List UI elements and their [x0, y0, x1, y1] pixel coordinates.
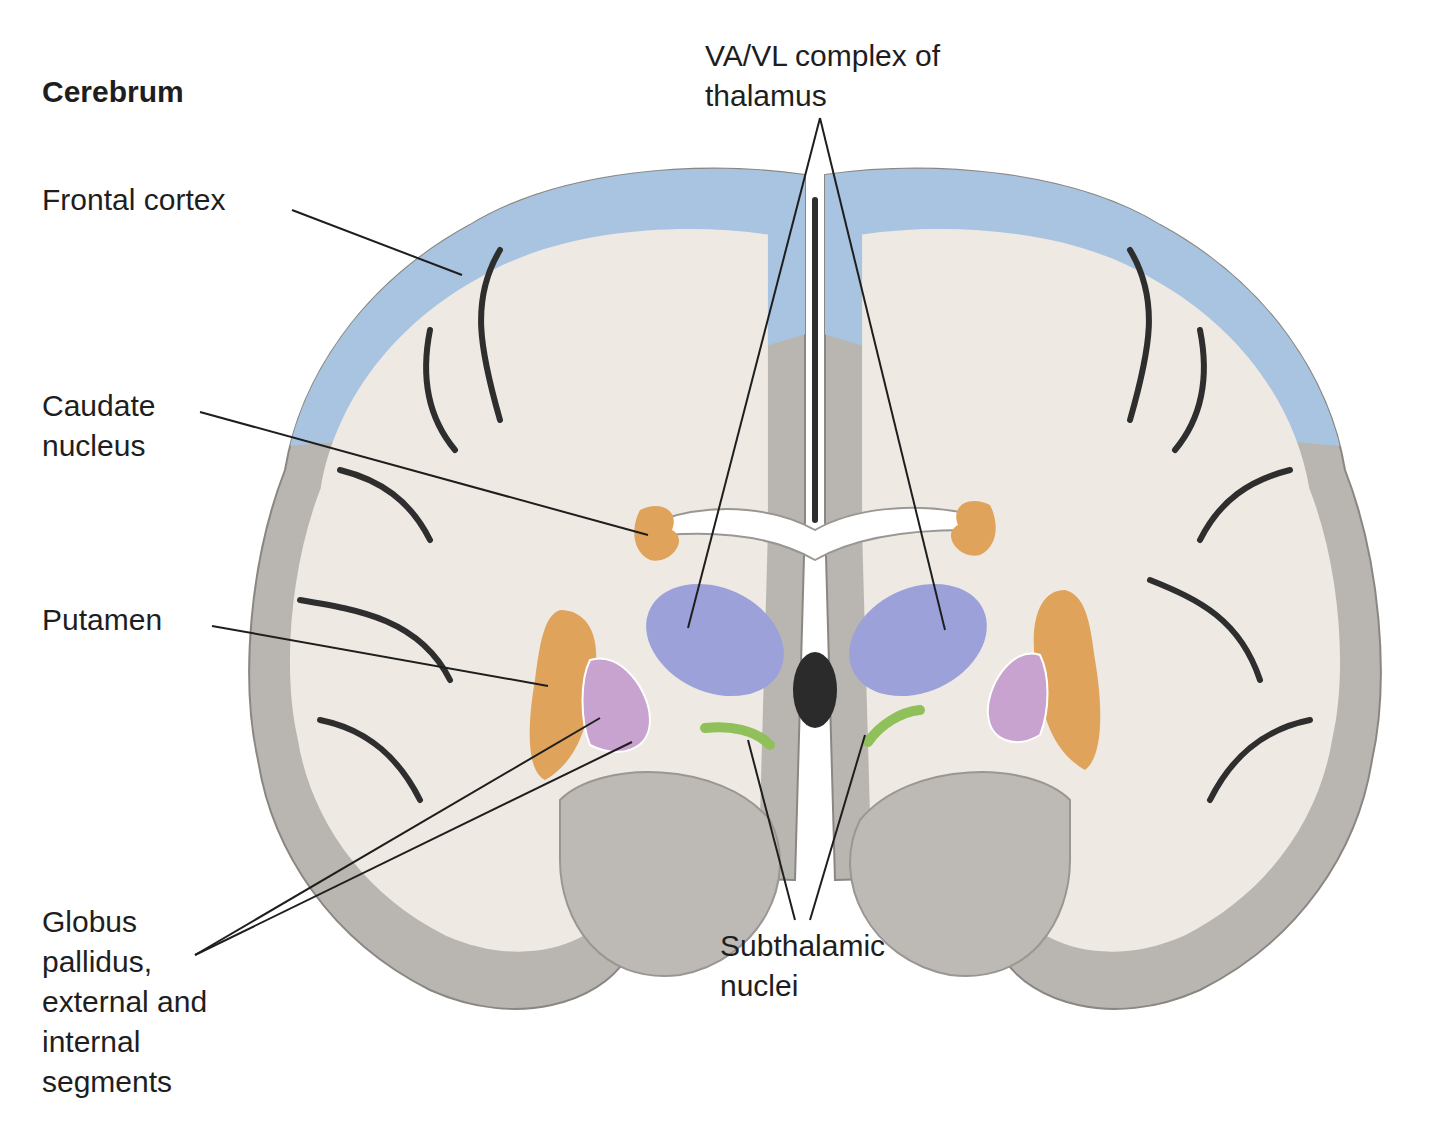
- leader-lines: [195, 118, 945, 955]
- region-label: Frontal cortex: [42, 180, 342, 220]
- putamen: [530, 590, 1101, 780]
- subthalamic-nuclei: [705, 710, 920, 745]
- caudate-nuclei: [634, 501, 995, 561]
- region-label: Globus pallidus, external and internal s…: [42, 902, 212, 1102]
- globus-pallidus: [583, 654, 1048, 752]
- left-hemisphere: [249, 169, 805, 1009]
- thalami: [628, 562, 1005, 717]
- region-label: Caudate nucleus: [42, 386, 212, 466]
- figure-title: Cerebrum: [42, 72, 342, 112]
- region-label: Subthalamic nuclei: [720, 926, 950, 1006]
- region-label: VA/VL complex of thalamus: [705, 36, 985, 116]
- region-label: Putamen: [42, 600, 262, 640]
- right-hemisphere: [825, 169, 1381, 1009]
- sulci: [300, 200, 1310, 800]
